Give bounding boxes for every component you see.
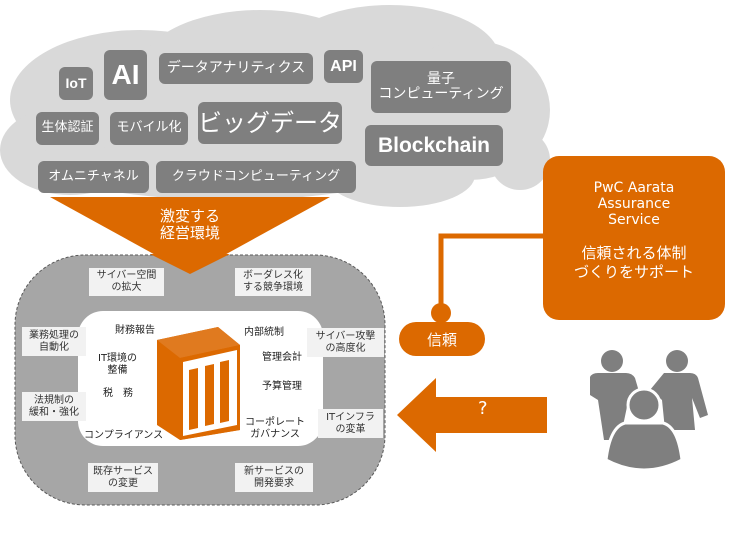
ring-label-line: する競争環境 — [243, 282, 303, 293]
ring-label-line: 開発要求 — [254, 477, 294, 489]
tag-data-analytics: データアナリティクス — [159, 53, 313, 84]
tag-ai: AI — [104, 50, 147, 100]
tag-big-data: ビッグデータ — [198, 102, 342, 144]
ring-label-line: の高度化 — [325, 342, 366, 354]
inner-label-internal-control: 内部統制 — [244, 327, 284, 338]
tag-quantum-line2: コンピューティング — [378, 86, 504, 102]
ring-label-cyber-attack: サイバー攻撃 の高度化 — [307, 328, 384, 357]
funnel-label-line1: 激変する — [159, 207, 220, 225]
pwc-name-line: PwC Aarata — [593, 180, 675, 196]
tag-cloud-computing: クラウドコンピューティング — [156, 161, 356, 193]
tag-quantum-line1: 量子 — [427, 70, 455, 87]
inner-label-line: IT環境の — [98, 353, 138, 364]
pwc-tagline-line: づくりをサポート — [573, 263, 694, 281]
funnel-label-line2: 経営環境 — [159, 224, 220, 242]
ring-label-line: 既存サービス — [93, 465, 153, 477]
ring-label-it-infra: ITインフラ の変革 — [318, 409, 383, 438]
tag-omnichannel: オムニチャネル — [38, 161, 149, 193]
inner-label-financial-reporting: 財務報告 — [115, 325, 155, 336]
inner-label-line: コーポレート — [245, 417, 305, 428]
connector-line — [438, 233, 543, 310]
ring-label-line: ITインフラ — [326, 411, 375, 423]
tag-mobile: モバイル化 — [110, 112, 188, 145]
ring-label-line: 緩和・強化 — [29, 406, 79, 418]
arrow-question-label: ? — [478, 398, 488, 419]
ring-label-line: 業務処理の — [29, 329, 79, 341]
ring-label-line: の変更 — [108, 477, 138, 489]
inner-label-line: ガバナンス — [250, 429, 300, 440]
inner-label-management-accounting: 管理会計 — [262, 352, 302, 363]
inner-label-tax: 税 務 — [103, 388, 133, 399]
ring-label-existing-services: 既存サービス の変更 — [88, 463, 158, 492]
ring-label-line: サイバー空間 — [96, 270, 157, 281]
ring-label-line: ボーダレス化 — [243, 270, 303, 281]
trust-badge: 信頼 — [399, 322, 485, 356]
pwc-service-tagline: 信頼される体制 づくりをサポート — [543, 244, 725, 282]
ring-label-new-services: 新サービスの 開発要求 — [235, 463, 313, 492]
ring-label-borderless: ボーダレス化 する競争環境 — [235, 268, 311, 296]
inner-label-line: 整備 — [107, 365, 128, 376]
pwc-tagline-line: 信頼される体制 — [581, 244, 687, 262]
ring-label-regulation: 法規制の 緩和・強化 — [22, 392, 86, 421]
tag-blockchain: Blockchain — [365, 125, 503, 166]
funnel-triangle — [50, 197, 330, 274]
inner-label-it-environment: IT環境の 整備 — [98, 353, 137, 377]
ring-label-line: 新サービスの — [244, 465, 304, 477]
funnel-label: 激変する 経営環境 — [130, 208, 250, 242]
tag-api: API — [324, 50, 363, 83]
ring-label-line: の変革 — [335, 423, 366, 435]
tag-quantum-computing: 量子 コンピューティング — [371, 61, 511, 113]
inner-label-budget: 予算管理 — [262, 381, 302, 392]
ring-label-line: 自動化 — [39, 341, 69, 353]
left-arrow — [397, 378, 547, 452]
ring-label-cyberspace: サイバー空間 の拡大 — [89, 268, 164, 296]
ring-label-automation: 業務処理の 自動化 — [22, 327, 86, 356]
connector-dot — [431, 303, 451, 323]
tag-biometrics: 生体認証 — [36, 112, 99, 145]
ring-label-line: 法規制の — [34, 394, 74, 406]
inner-label-governance: コーポレート ガバナンス — [245, 417, 305, 441]
people-group-icon — [590, 350, 708, 472]
pwc-service-box: PwC Aarata Assurance Service 信頼される体制 づくり… — [543, 156, 725, 320]
funnel-tip — [150, 254, 230, 274]
tag-iot: IoT — [59, 67, 93, 100]
organization-building-icon — [157, 327, 240, 440]
inner-label-compliance: コンプライアンス — [84, 430, 164, 441]
pwc-name-line: Assurance — [597, 196, 671, 212]
ring-label-line: の拡大 — [111, 282, 142, 293]
ring-label-line: サイバー攻撃 — [315, 330, 376, 342]
pwc-service-name: PwC Aarata Assurance Service — [543, 180, 725, 228]
pwc-name-line: Service — [608, 212, 660, 228]
